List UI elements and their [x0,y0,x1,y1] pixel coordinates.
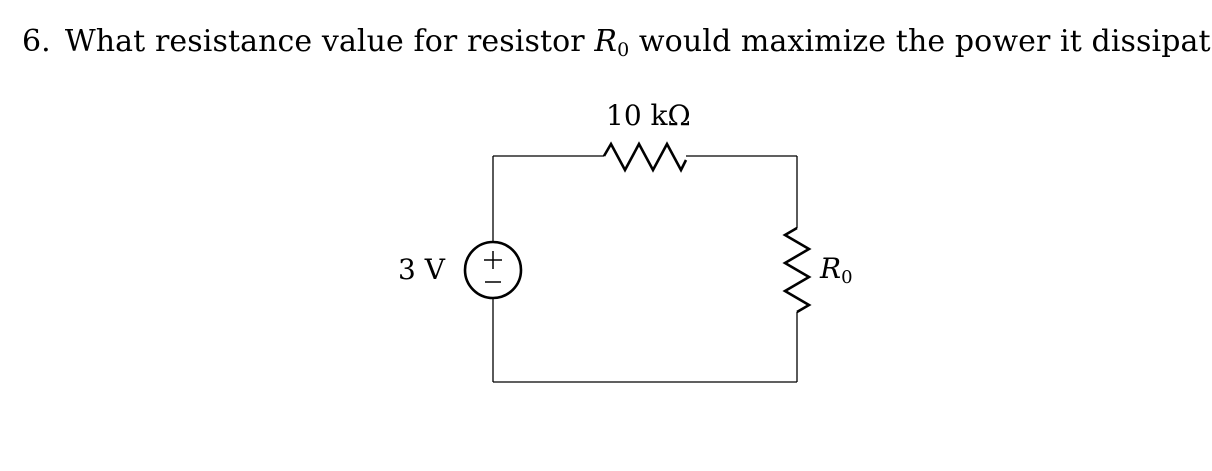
question-text: 6.What resistance value for resistor R0 … [22,22,1212,62]
resistor-10k-label: 10 kΩ [606,99,691,132]
resistor-r0-label: R0 [820,252,853,288]
resistor-r0-label-sub: 0 [841,267,853,288]
question-symbol-base: R [594,24,618,59]
resistor-10k-zigzag [602,141,688,173]
voltage-source-label: 3 V [398,253,445,286]
question-symbol-sub: 0 [617,39,630,61]
resistor-r0-zigzag [782,226,812,314]
question-number: 6. [22,24,51,59]
voltage-source-circle [463,240,523,300]
question-text-after: would maximize the power it dissipates? [629,24,1212,59]
voltage-source-plus-sign [484,251,502,269]
question-symbol: R0 [594,24,630,61]
question-text-before: What resistance value for resistor [64,24,595,59]
resistor-r0-label-base: R [820,252,842,285]
